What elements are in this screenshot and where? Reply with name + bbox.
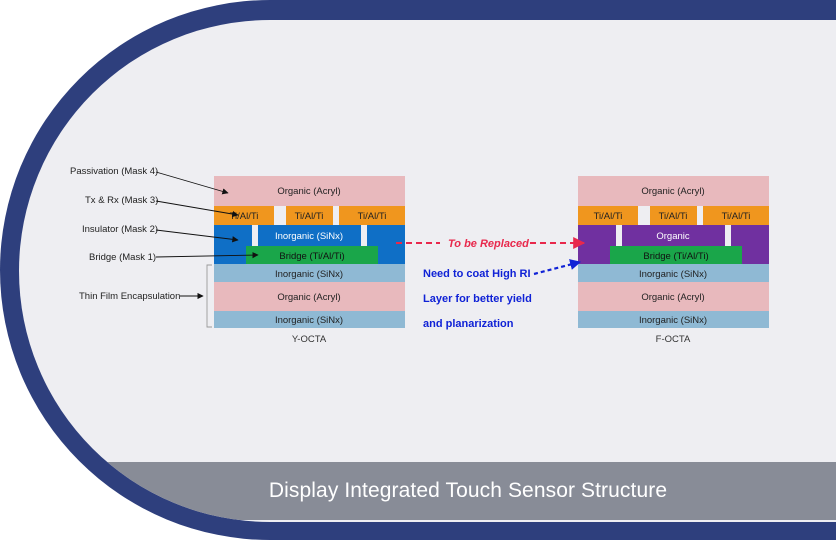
right-tfe-organic-label: Organic (Acryl) [641,292,704,303]
left-stack-title: Y-OCTA [292,334,327,345]
right-tfe-organic [578,282,769,311]
left-insulator-2 [258,225,361,246]
left-tfe-inorganic-2 [214,311,405,328]
label-passivation: Passivation (Mask 4) [70,166,158,177]
tfe-bracket [206,264,212,328]
right-insulator-2 [622,225,725,246]
coat-note-line-2: Layer for better yield [423,293,532,305]
right-bridge [610,246,742,264]
left-insulator-label: Inorganic (SiNx) [275,231,343,242]
label-tfe: Thin Film Encapsulation [79,291,180,302]
coat-arrow [533,259,582,276]
left-tfe-inorganic-2-label: Inorganic (SiNx) [275,315,343,326]
right-organic-top [578,176,769,206]
left-stack: Organic (Acryl) Ti/Al/Ti Ti/Al/Ti Ti/Al/… [214,176,405,345]
right-insulator-1 [578,225,616,246]
arrow-insulator [155,229,239,243]
right-tfe-inorganic-2-label: Inorganic (SiNx) [639,315,707,326]
left-metal-2 [286,206,333,225]
left-tfe-inorganic-1-label: Inorganic (SiNx) [275,269,343,280]
left-insulator-3 [367,225,405,246]
right-stack-title: F-OCTA [656,334,691,345]
right-bridge-label: Bridge (Ti/Al/Ti) [643,251,708,262]
left-bridge-label: Bridge (Ti/Al/Ti) [279,251,344,262]
right-insulator-label: Organic [656,231,690,242]
right-metal-2-label: Ti/Al/Ti [659,211,688,222]
right-tfe-inorganic-1-label: Inorganic (SiNx) [639,269,707,280]
arrow-tx-rx [155,200,239,218]
right-insulator-3 [731,225,769,246]
left-metal-3 [339,206,405,225]
label-tx-rx: Tx & Rx (Mask 3) [85,195,158,206]
left-organic-top-label: Organic (Acryl) [277,186,340,197]
layer-labels: Passivation (Mask 4) Tx & Rx (Mask 3) In… [70,166,259,328]
right-metal-1-label: Ti/Al/Ti [594,211,623,222]
annotations: To be Replaced Need to coat High RI Laye… [396,237,586,330]
left-tfe-organic [214,282,405,311]
left-organic-top [214,176,405,206]
coat-note-line-1: Need to coat High RI [423,268,531,280]
arrow-passivation [155,171,229,195]
right-organic-top-label: Organic (Acryl) [641,186,704,197]
left-tfe-inorganic-1 [214,264,405,282]
left-metal-1-label: Ti/Al/Ti [230,211,259,222]
label-bridge: Bridge (Mask 1) [89,252,156,263]
left-metal-2-label: Ti/Al/Ti [295,211,324,222]
right-metal-2 [650,206,697,225]
left-tfe-organic-label: Organic (Acryl) [277,292,340,303]
right-tfe-inorganic-2 [578,311,769,328]
left-bridge [246,246,378,264]
figure-caption: Display Integrated Touch Sensor Structur… [268,479,668,502]
left-metal-1 [214,206,274,225]
left-insulator-1 [214,225,252,246]
coat-note-line-3: and planarization [423,318,514,330]
replace-note: To be Replaced [448,238,529,250]
arrow-bridge [155,251,259,259]
left-metal-3-label: Ti/Al/Ti [358,211,387,222]
panel [19,20,836,522]
right-metal-1 [578,206,638,225]
right-metal-3-label: Ti/Al/Ti [722,211,751,222]
right-stack: Organic (Acryl) Ti/Al/Ti Ti/Al/Ti Ti/Al/… [578,176,769,345]
right-tfe-inorganic-1 [578,264,769,282]
right-metal-3 [703,206,769,225]
label-insulator: Insulator (Mask 2) [82,224,158,235]
